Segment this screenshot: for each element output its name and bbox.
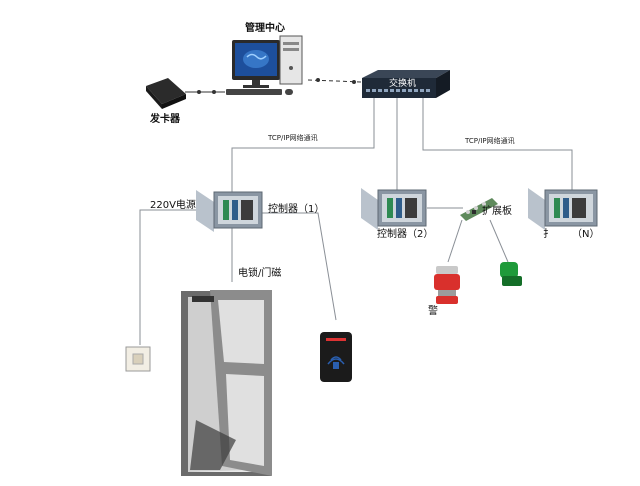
light-line [489,219,509,263]
switch-icon [362,70,450,98]
exit-button-icon [125,346,151,372]
controller-1-icon [196,190,263,232]
management-center-label: 管理中心 [245,23,285,34]
expansion-board-icon [460,198,498,221]
electric-lock-label: 电锁/门磁 [238,268,282,279]
power-line [139,209,210,345]
power-label: 220V电源 [150,200,196,211]
expansion-board-label: 扩展板 [482,206,512,217]
card-issuer-icon [146,78,186,109]
controller-2-label: 控制器（2） [377,229,434,240]
computer-icon [226,35,303,95]
reader-line [262,212,337,321]
controller-n-icon [528,188,598,230]
link-switch-controllerN [422,98,573,198]
connection-lines [139,78,573,345]
green-light-icon [500,262,522,286]
controller-2-icon [361,188,427,230]
controller-n-prefix-label: 扌 [543,229,553,240]
tcp-left-label: TCP/IP网络通讯 [268,134,318,142]
switch-label: 交换机 [389,79,417,89]
alarm-line [447,219,463,263]
tcp-right-label: TCP/IP网络通讯 [465,137,515,145]
card-reader-icon [320,332,352,382]
controller-n-label: （N） [572,229,600,240]
alarm-icon [434,266,460,304]
link-switch-controller1 [231,98,375,198]
card-issuer-label: 发卡器 [150,114,180,125]
controller-1-label: 控制器（1） [268,204,325,215]
alarm-label: 警 [428,306,438,317]
door-icon [181,290,272,476]
